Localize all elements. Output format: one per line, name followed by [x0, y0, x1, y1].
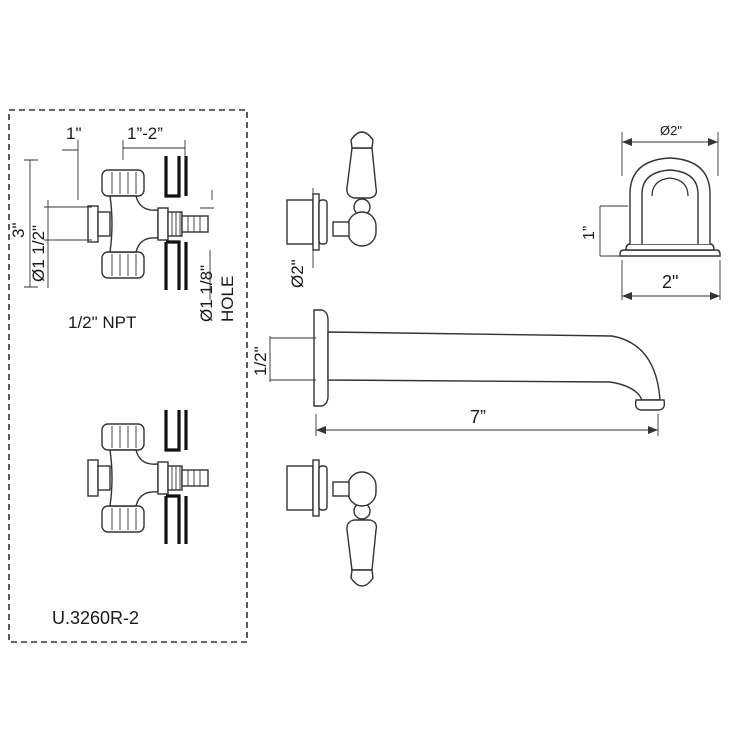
- dim-end-height-label: 1”: [581, 226, 598, 240]
- dim-spout-height-label: 1/2": [251, 346, 270, 376]
- handle-top: [286, 131, 378, 268]
- dim-hole-word: HOLE: [218, 276, 237, 322]
- model-number: U.3260R-2: [52, 608, 139, 628]
- dim-end-width-label: 2": [662, 272, 678, 292]
- dim-offset-label: 1": [66, 124, 82, 143]
- end-view: [599, 132, 721, 300]
- valve-dimension-lines: [24, 140, 214, 300]
- valve-section-border: [8, 109, 248, 643]
- dim-flange-label: Ø1 1/2": [29, 225, 48, 282]
- dim-connection-label: 1/2" NPT: [68, 313, 136, 332]
- rough-valve-top: [86, 154, 210, 292]
- spout: [269, 309, 666, 436]
- dim-end-dia-label: Ø2": [660, 123, 682, 138]
- dim-depth-label: 1”-2”: [127, 124, 163, 143]
- dim-escutcheon-label: Ø2": [288, 259, 307, 288]
- dim-height-label: 3": [9, 223, 28, 239]
- rough-valve-bottom: [86, 408, 210, 546]
- dim-hole-label: Ø1 1/8": [197, 265, 216, 322]
- handle-bottom: [286, 459, 378, 587]
- dim-reach-label: 7”: [470, 407, 486, 427]
